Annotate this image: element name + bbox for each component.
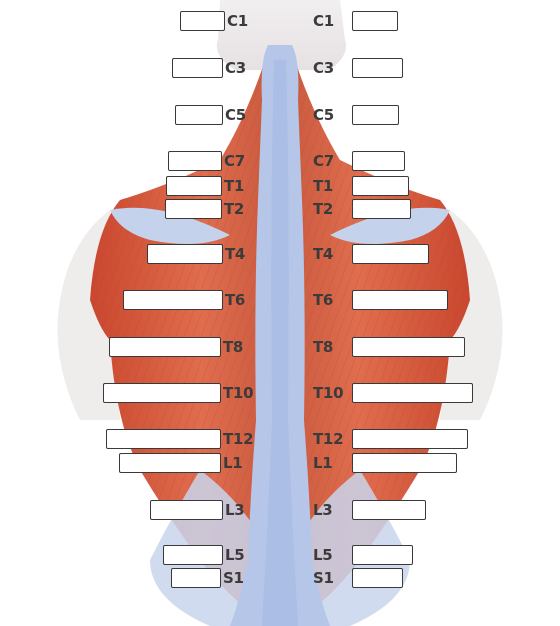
level-label-left-t2: T2 (224, 200, 244, 218)
level-label-left-c5: C5 (225, 106, 246, 124)
level-label-left-l1: L1 (223, 454, 242, 472)
level-label-left-c7: C7 (224, 152, 245, 170)
answer-box-right-t1[interactable] (352, 176, 409, 196)
answer-box-left-t10[interactable] (103, 383, 221, 403)
level-label-left-l5: L5 (225, 546, 244, 564)
level-label-right-t6: T6 (313, 291, 333, 309)
answer-box-right-c1[interactable] (352, 11, 398, 31)
level-label-left-t1: T1 (224, 177, 244, 195)
level-label-right-l3: L3 (313, 501, 332, 519)
level-label-right-t2: T2 (313, 200, 333, 218)
answer-box-left-c7[interactable] (168, 151, 222, 171)
level-label-right-c1: C1 (313, 12, 334, 30)
answer-box-right-t12[interactable] (352, 429, 468, 449)
answer-box-left-t6[interactable] (123, 290, 223, 310)
level-label-right-c7: C7 (313, 152, 334, 170)
answer-box-right-t10[interactable] (352, 383, 473, 403)
answer-box-right-t8[interactable] (352, 337, 465, 357)
level-label-left-c1: C1 (227, 12, 248, 30)
answer-box-left-t4[interactable] (147, 244, 223, 264)
answer-box-right-c7[interactable] (352, 151, 405, 171)
answer-box-left-c5[interactable] (175, 105, 223, 125)
answer-box-left-l1[interactable] (119, 453, 221, 473)
level-label-right-l5: L5 (313, 546, 332, 564)
answer-box-right-c3[interactable] (352, 58, 403, 78)
level-label-right-t10: T10 (313, 384, 343, 402)
level-label-right-c3: C3 (313, 59, 334, 77)
level-label-right-t1: T1 (313, 177, 333, 195)
level-label-left-c3: C3 (225, 59, 246, 77)
answer-box-right-s1[interactable] (352, 568, 403, 588)
answer-box-right-t2[interactable] (352, 199, 411, 219)
level-label-right-t8: T8 (313, 338, 333, 356)
answer-box-right-t6[interactable] (352, 290, 448, 310)
level-label-right-t4: T4 (313, 245, 333, 263)
level-label-left-l3: L3 (225, 501, 244, 519)
answer-box-right-l1[interactable] (352, 453, 457, 473)
answer-box-left-t12[interactable] (106, 429, 221, 449)
level-label-left-t8: T8 (223, 338, 243, 356)
answer-box-left-c1[interactable] (180, 11, 225, 31)
answer-box-left-l5[interactable] (163, 545, 223, 565)
answer-box-left-t8[interactable] (109, 337, 221, 357)
level-label-right-l1: L1 (313, 454, 332, 472)
level-label-left-t12: T12 (223, 430, 253, 448)
answer-box-right-c5[interactable] (352, 105, 399, 125)
level-label-left-s1: S1 (223, 569, 244, 587)
level-label-right-t12: T12 (313, 430, 343, 448)
level-label-left-t6: T6 (225, 291, 245, 309)
level-label-left-t10: T10 (223, 384, 253, 402)
level-label-right-c5: C5 (313, 106, 334, 124)
answer-box-left-t1[interactable] (166, 176, 222, 196)
answer-box-left-t2[interactable] (165, 199, 222, 219)
answer-box-right-l3[interactable] (352, 500, 426, 520)
level-label-right-s1: S1 (313, 569, 334, 587)
answer-box-right-t4[interactable] (352, 244, 429, 264)
answer-box-right-l5[interactable] (352, 545, 413, 565)
answer-box-left-c3[interactable] (172, 58, 223, 78)
answer-box-left-s1[interactable] (171, 568, 221, 588)
answer-box-left-l3[interactable] (150, 500, 223, 520)
level-label-left-t4: T4 (225, 245, 245, 263)
